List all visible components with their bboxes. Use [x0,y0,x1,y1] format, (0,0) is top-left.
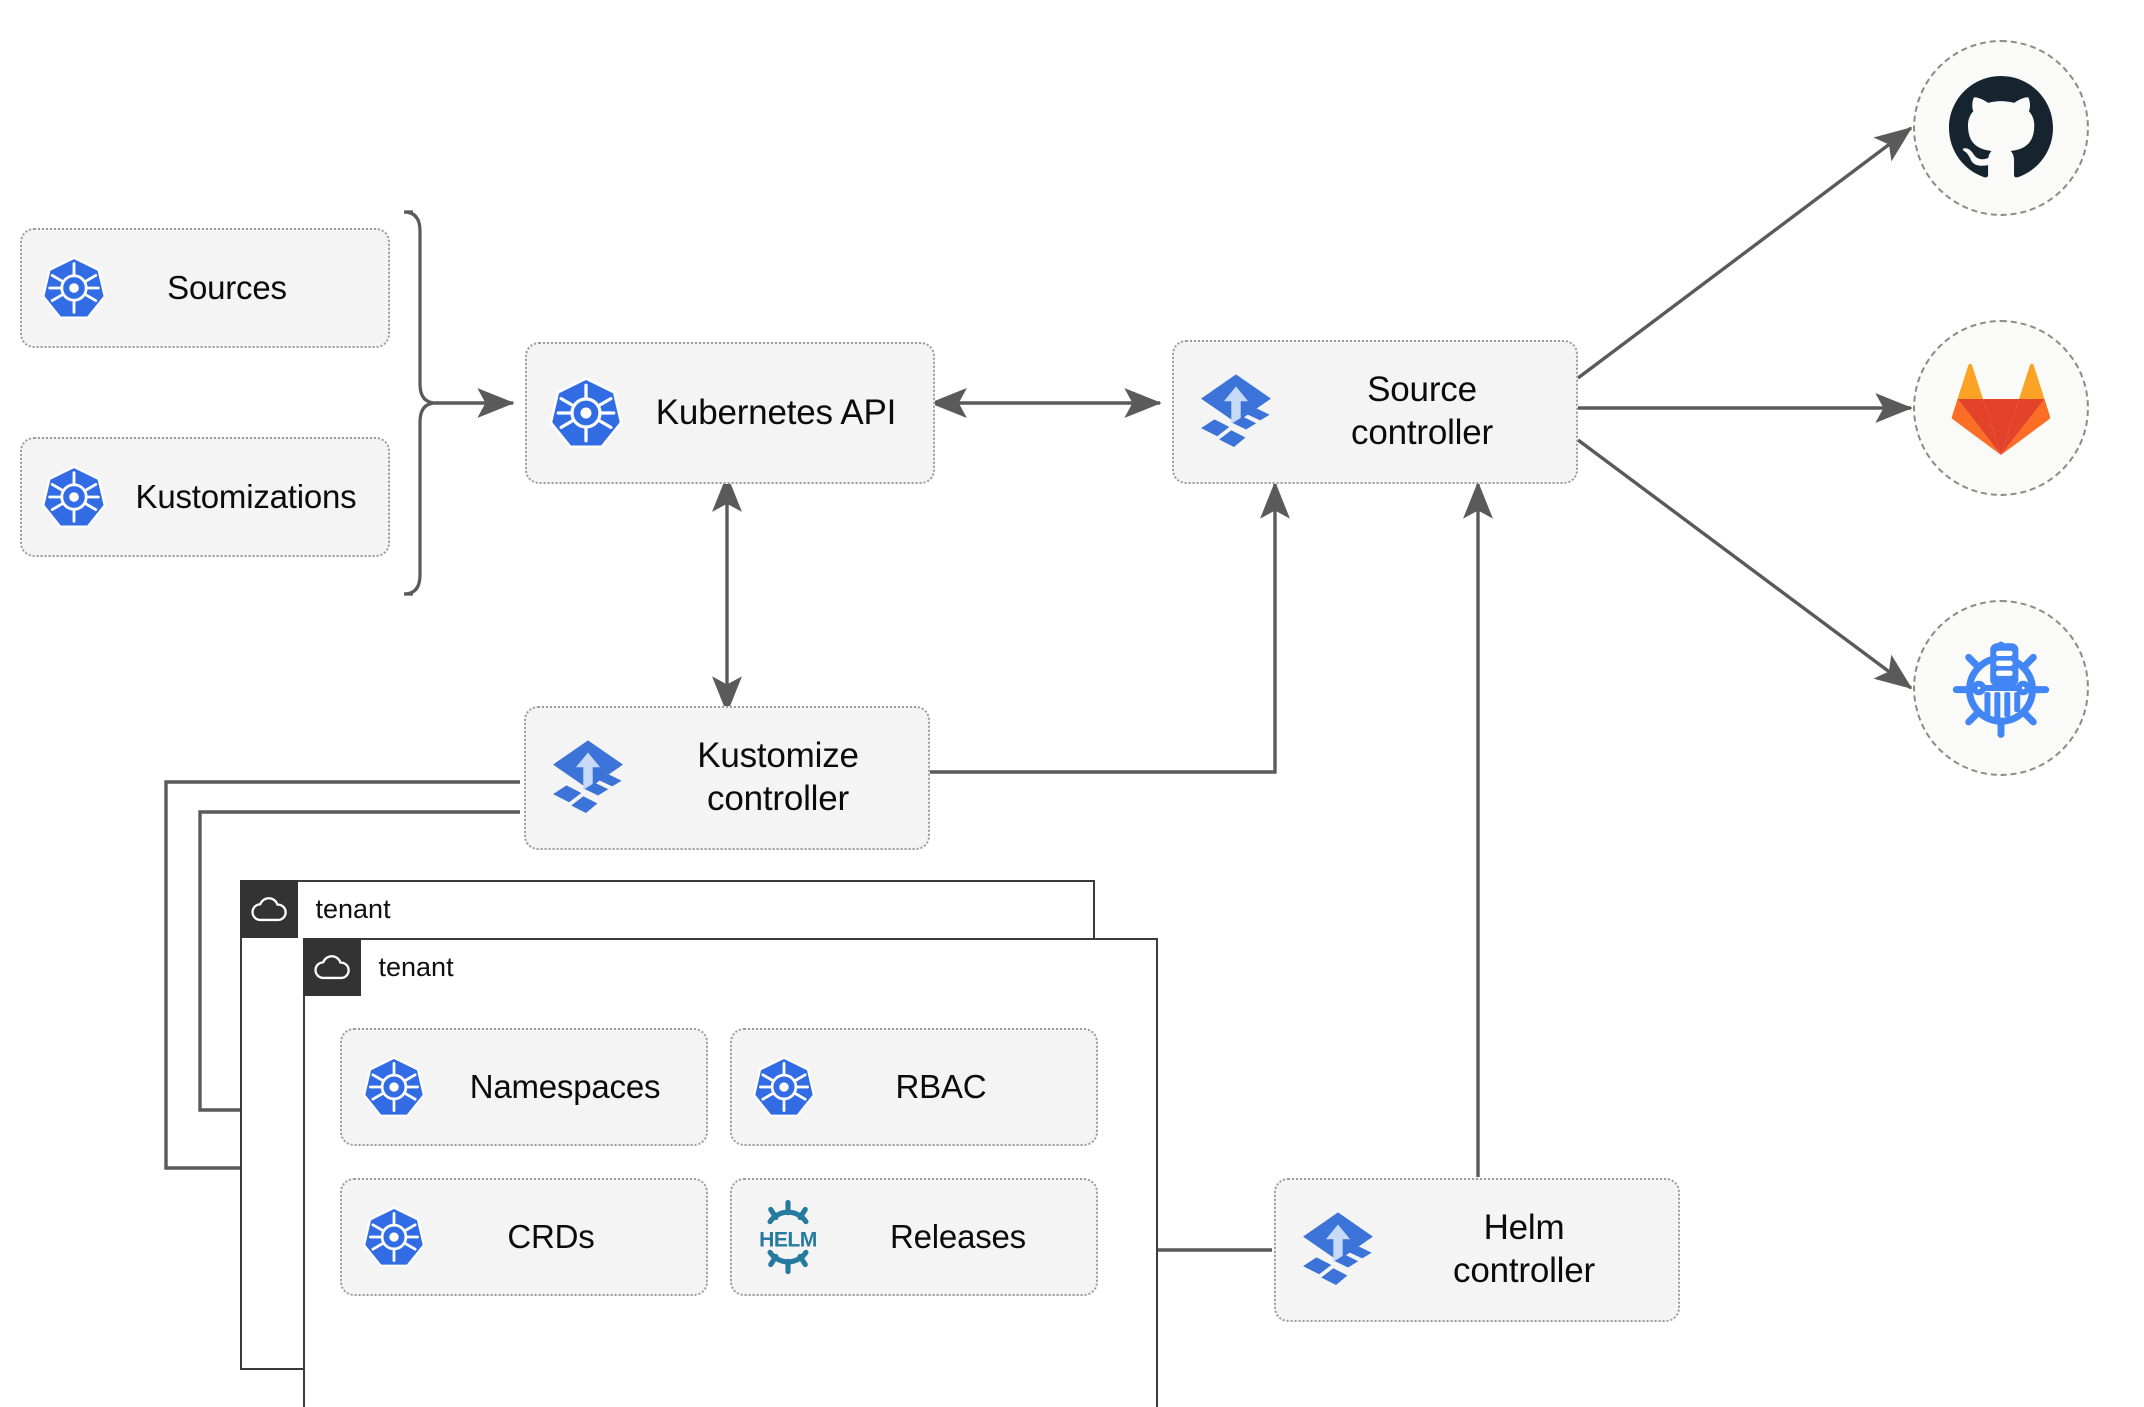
chip-label: Releases [890,1217,1026,1255]
kubernetes-icon [22,253,126,323]
kubernetes-icon [732,1053,836,1121]
node-kubernetes-api[interactable]: Kubernetes API [525,342,935,484]
chip-sources[interactable]: Sources [20,228,390,348]
kubernetes-icon [527,373,645,453]
provider-gitlab[interactable] [1913,320,2089,496]
tenant-header: tenant [239,879,391,938]
svg-text:HELM: HELM [759,1229,817,1252]
cloud-icon [239,879,298,938]
chip-label: CRDs [507,1217,595,1255]
tenant-header: tenant [302,937,454,996]
tenant-label: tenant [315,893,391,924]
helm-icon: HELM [732,1196,844,1278]
chip-label: Kustomizations [135,477,357,515]
chip-namespaces[interactable]: Namespaces [340,1028,708,1146]
flux-icon [526,735,650,821]
tenant-frame-inner[interactable]: tenant [302,937,1158,1407]
chip-label: Sources [167,268,287,306]
flux-icon [1276,1207,1400,1293]
node-label: Helm controller [1453,1208,1595,1290]
provider-helm-repository[interactable] [1913,600,2089,776]
node-label: Source controller [1351,370,1493,452]
kubernetes-icon [342,1203,446,1271]
node-source-controller[interactable]: Source controller [1172,340,1578,484]
cloud-icon [302,937,361,996]
tenant-label: tenant [378,951,454,982]
github-icon [1949,76,2053,180]
chip-crds[interactable]: CRDs [340,1178,708,1296]
chip-rbac[interactable]: RBAC [730,1028,1098,1146]
helm-repository-icon [1948,635,2054,741]
node-label: Kustomize controller [697,736,859,818]
flux-icon [1174,369,1298,455]
node-label: Kubernetes API [655,392,897,432]
chip-kustomizations[interactable]: Kustomizations [20,437,390,557]
node-helm-controller[interactable]: Helm controller [1274,1178,1680,1322]
chip-label: RBAC [895,1067,987,1105]
node-kustomize-controller[interactable]: Kustomize controller [524,706,930,850]
kubernetes-icon [342,1053,446,1121]
kubernetes-icon [22,462,126,532]
provider-github[interactable] [1913,40,2089,216]
gitlab-icon [1951,361,2051,455]
chip-label: Namespaces [469,1067,661,1105]
chip-releases[interactable]: HELM Releases [730,1178,1098,1296]
